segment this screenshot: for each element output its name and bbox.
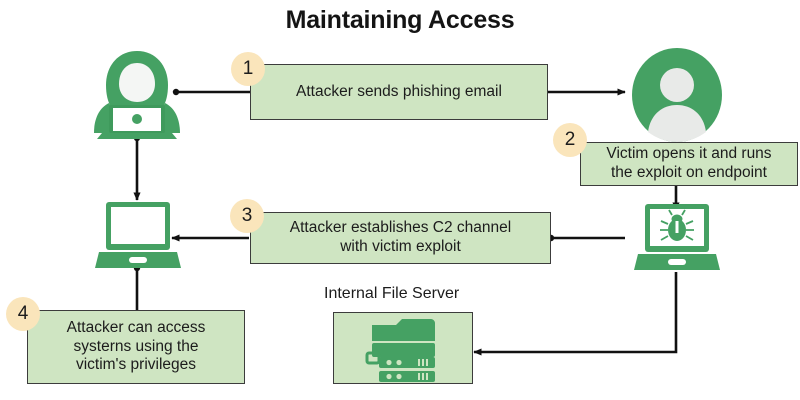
step-3-badge: 3	[230, 199, 264, 233]
step-1-box[interactable]: Attacker sends phishing email	[250, 64, 548, 120]
step-4-number: 4	[17, 303, 29, 324]
step-2-text: Victim opens it and runs the exploit on …	[606, 145, 771, 183]
hacker-icon	[89, 47, 185, 139]
step-1-number: 1	[242, 58, 254, 79]
laptop-icon	[95, 202, 181, 270]
server-icon	[365, 319, 435, 382]
step-2-line-1: Victim opens it and runs	[606, 145, 772, 163]
step-3-text: Attacker establishes C2 channel with vic…	[290, 219, 511, 257]
step-4-line-1: Attacker can access	[66, 318, 206, 336]
step-4-badge: 4	[6, 297, 40, 331]
step-3-number: 3	[241, 205, 253, 226]
link-victim-laptop-to-server	[473, 272, 678, 356]
step-1-badge: 1	[231, 52, 265, 86]
step-2-number: 2	[564, 129, 576, 150]
user-avatar-icon	[632, 48, 722, 142]
infected-laptop-bug-icon	[634, 204, 720, 272]
step-4-line-2: systerns using the	[73, 337, 199, 355]
step-4-line-3: victim's privileges	[75, 356, 197, 374]
step-3-box[interactable]: Attacker establishes C2 channel with vic…	[250, 212, 551, 264]
step-2-box[interactable]: Victim opens it and runs the exploit on …	[580, 142, 798, 186]
step-4-text: Attacker can access systerns using the v…	[67, 319, 206, 376]
step-3-line-1: Attacker establishes C2 channel	[289, 219, 512, 237]
step-4-box[interactable]: Attacker can access systerns using the v…	[27, 310, 245, 384]
step-2-line-2: the exploit on endpoint	[611, 164, 767, 181]
file-server-box[interactable]	[333, 312, 473, 384]
page-title: Maintaining Access	[285, 6, 515, 34]
step-3-line-2: with victim exploit	[340, 238, 461, 255]
step-1-text: Attacker sends phishing email	[296, 82, 502, 100]
file-server-label: Internal File Server	[324, 285, 460, 302]
step-2-badge: 2	[553, 123, 587, 157]
